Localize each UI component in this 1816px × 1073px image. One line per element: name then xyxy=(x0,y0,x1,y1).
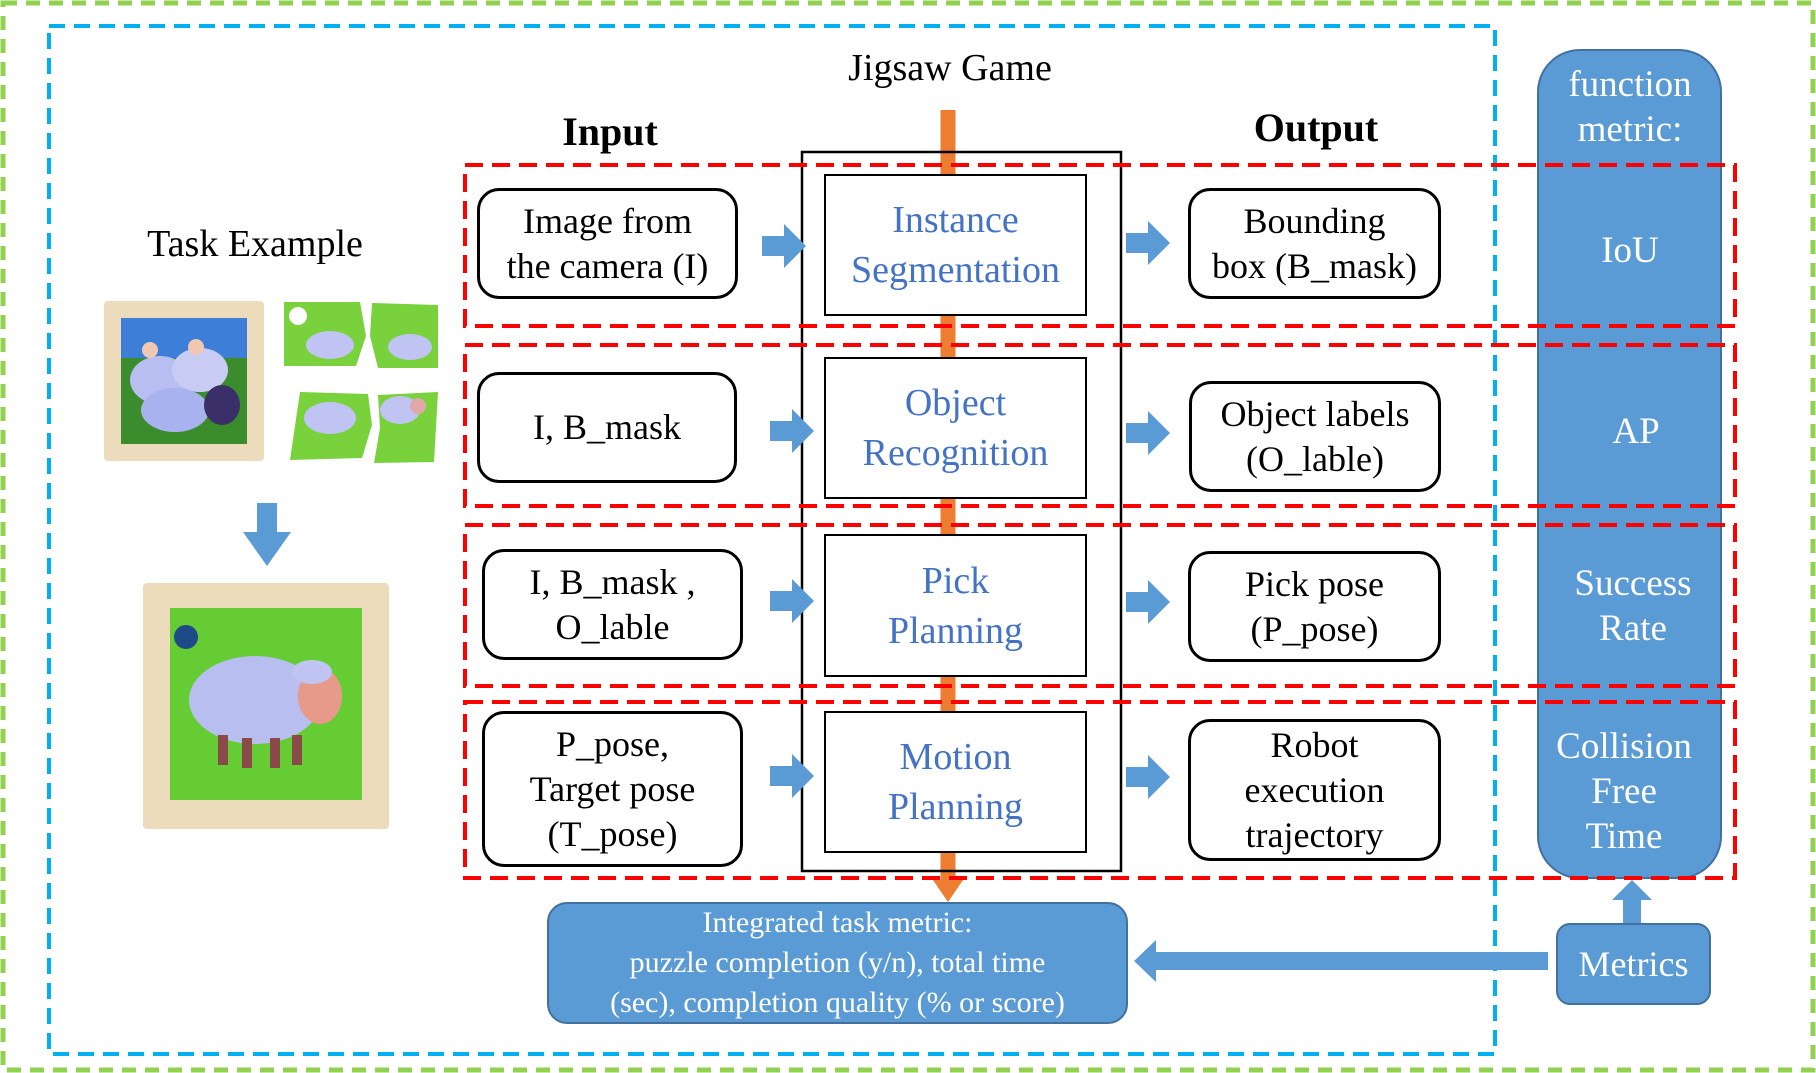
arrow-up-icon xyxy=(1612,880,1652,923)
puzzle-pieces-image xyxy=(284,302,438,463)
orange-arrowhead xyxy=(933,880,963,902)
output-arrows xyxy=(1126,221,1170,799)
arrow-left-icon xyxy=(1134,940,1548,982)
arrow-right-icon xyxy=(770,579,814,623)
integrated-task-metric-text: Integrated task metric: puzzle completio… xyxy=(610,906,1065,1019)
integrated-task-metric-box: Integrated task metric: puzzle completio… xyxy=(547,902,1128,1024)
row-border-2 xyxy=(463,343,1737,508)
completed-puzzle-image xyxy=(143,583,389,829)
puzzle-frame-flock-image xyxy=(104,301,264,461)
input-header: Input xyxy=(562,109,658,154)
input-box-row4: P_pose, Target pose (T_pose) xyxy=(482,711,743,867)
metric-success-rate: Success Rate xyxy=(1574,563,1692,649)
arrow-right-icon xyxy=(1126,221,1170,265)
arrow-right-icon xyxy=(770,409,814,453)
inner-cyan-dashed-border xyxy=(47,24,1497,1056)
module-instance-segmentation: Instance Segmentation xyxy=(824,174,1087,316)
arrow-right-icon xyxy=(762,224,806,268)
output-header: Output xyxy=(1253,105,1379,150)
module-pick-planning: Pick Planning xyxy=(824,534,1087,677)
metrics-box: Metrics xyxy=(1556,923,1711,1005)
metric-ap: AP xyxy=(1612,411,1660,452)
arrow-right-icon xyxy=(1126,755,1170,799)
module-object-recognition: Object Recognition xyxy=(824,357,1087,499)
metrics-label: Metrics xyxy=(1578,944,1689,984)
function-metric-header: function metric: xyxy=(1568,64,1692,150)
metric-collision-free-time: Collision Free Time xyxy=(1556,726,1692,857)
arrow-right-icon xyxy=(770,754,814,798)
input-box-row1: Image from the camera (I) xyxy=(477,188,738,299)
arrow-right-icon xyxy=(1126,411,1170,455)
row-border-4 xyxy=(463,700,1737,880)
input-box-row3: I, B_mask , O_lable xyxy=(482,549,743,660)
row-border-3 xyxy=(463,523,1737,688)
input-box-row2: I, B_mask xyxy=(477,372,737,483)
diagram-title: Jigsaw Game xyxy=(848,47,1052,89)
module-motion-planning: Motion Planning xyxy=(824,711,1087,853)
arrow-down-icon xyxy=(243,503,291,566)
output-box-row1: Bounding box (B_mask) xyxy=(1188,188,1441,299)
output-box-row2: Object labels (O_lable) xyxy=(1189,381,1441,492)
output-box-row4: Robot execution trajectory xyxy=(1188,719,1441,861)
output-box-row3: Pick pose (P_pose) xyxy=(1188,551,1441,662)
arrow-right-icon xyxy=(1126,580,1170,624)
input-arrows xyxy=(762,224,814,798)
row-border-1 xyxy=(463,163,1737,328)
metric-iou: IoU xyxy=(1601,230,1659,271)
task-example-label: Task Example xyxy=(147,223,363,265)
game-module-frame xyxy=(800,150,1123,873)
